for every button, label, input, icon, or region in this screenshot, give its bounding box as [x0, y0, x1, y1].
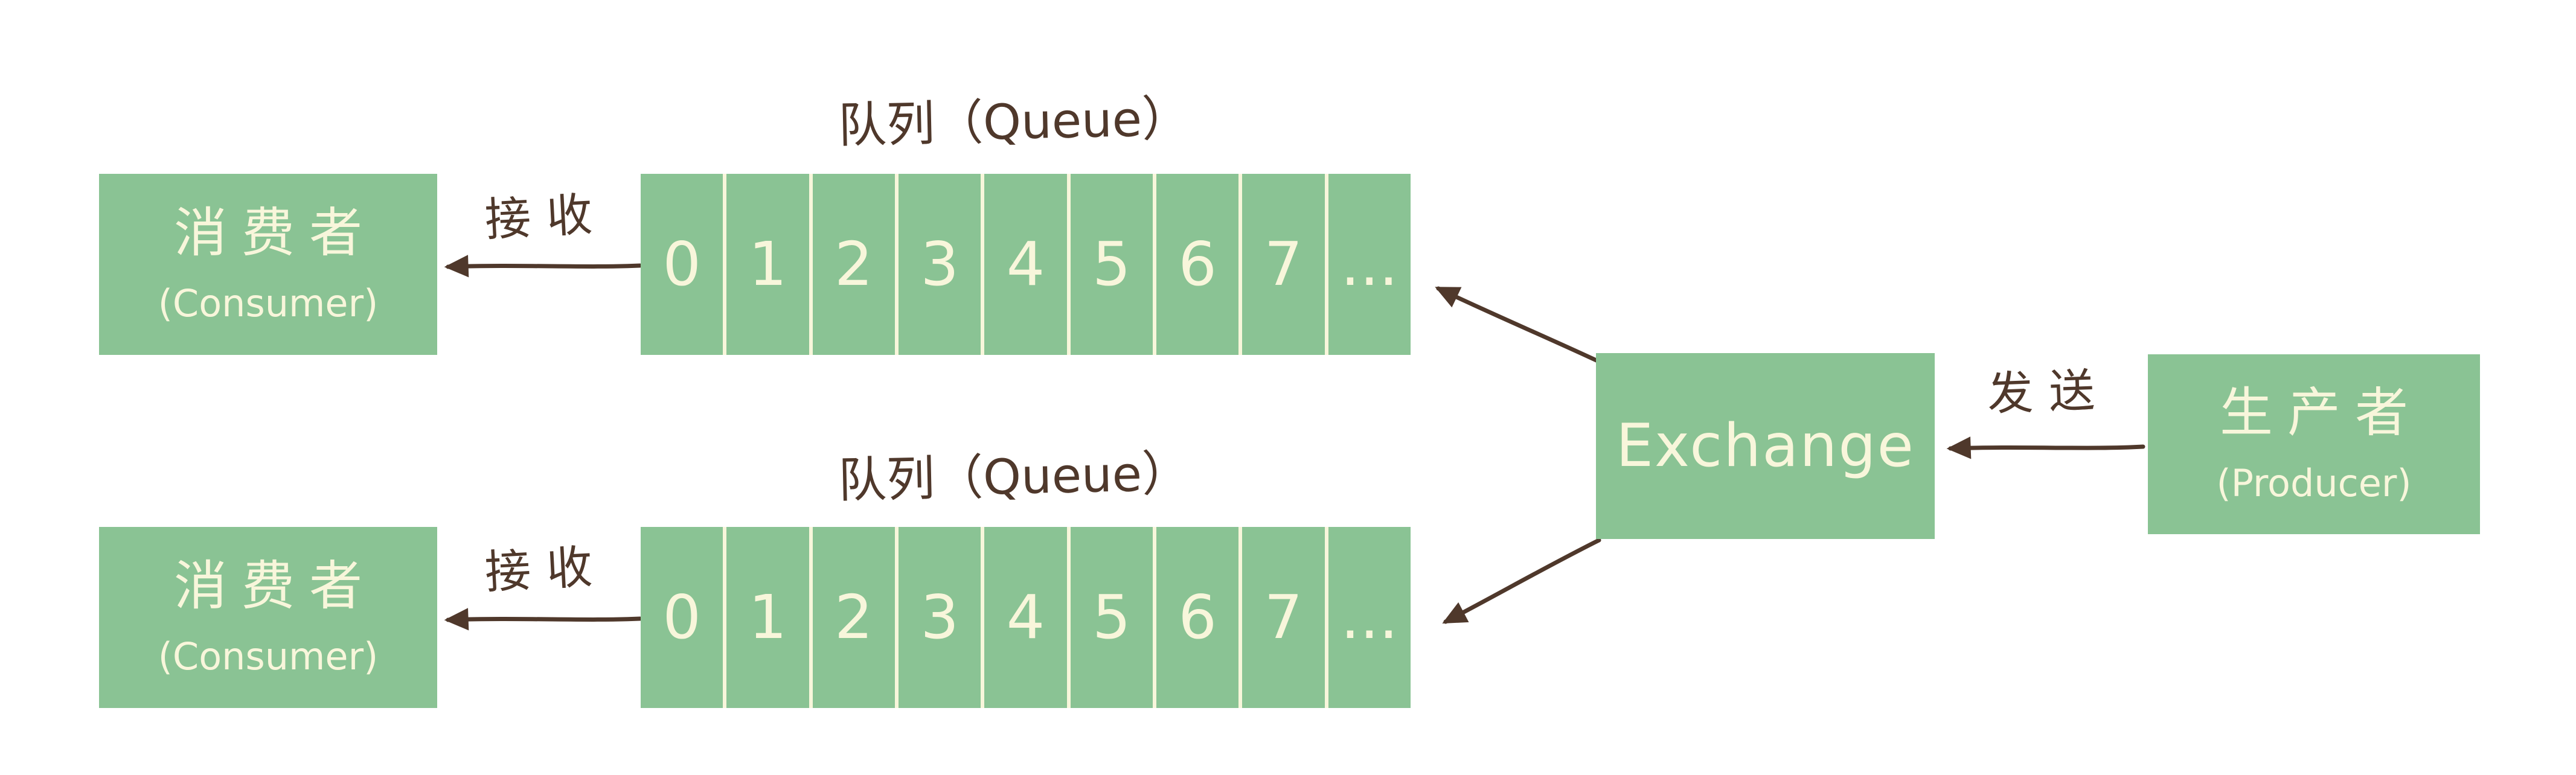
consumer-top-name: 消费者 [173, 202, 377, 264]
queue-top-title: 队列（Queue） [838, 90, 1191, 154]
receive-arrow-top [444, 255, 642, 278]
queue-cell: 3 [899, 527, 985, 708]
send-label: 发送 [1986, 363, 2112, 421]
queue-cell: 4 [984, 174, 1071, 355]
queue-bottom: 0 1 2 3 4 5 6 7 ... [641, 527, 1411, 708]
queue-cell: 7 [1242, 527, 1328, 708]
producer-box: 生产者 (Producer) [2148, 354, 2480, 534]
exchange-box: Exchange [1596, 353, 1935, 539]
queue-cell: 5 [1071, 174, 1156, 355]
queue-cell: 0 [641, 527, 727, 708]
exchange-to-queue-bottom-arrow [1442, 538, 1601, 624]
producer-name: 生产者 [2219, 381, 2423, 444]
queue-cell: 7 [1242, 174, 1328, 355]
queue-cell-more: ... [1341, 229, 1399, 299]
queue-cell: 4 [984, 527, 1071, 708]
queue-cell: 2 [813, 527, 899, 708]
consumer-bottom-name: 消费者 [173, 555, 377, 617]
queue-bottom-title: 队列（Queue） [838, 445, 1191, 509]
consumer-bottom-name-en: (Consumer) [158, 634, 379, 678]
queue-cell: 6 [1156, 174, 1243, 355]
receive-label-bottom: 接收 [483, 539, 610, 599]
queue-cell: 5 [1071, 527, 1156, 708]
queue-top: 0 1 2 3 4 5 6 7 ... [641, 174, 1411, 355]
queue-cell-more: ... [1341, 582, 1399, 652]
queue-cell: 6 [1156, 527, 1243, 708]
producer-name-en: (Producer) [2216, 461, 2412, 505]
queue-cell: 1 [726, 174, 813, 355]
queue-cell: 0 [641, 174, 727, 355]
exchange-label: Exchange [1616, 412, 1915, 480]
consumer-bottom-box: 消费者 (Consumer) [99, 527, 437, 708]
queue-cell: 2 [813, 174, 899, 355]
consumer-top-box: 消费者 (Consumer) [99, 174, 437, 355]
send-arrow [1946, 436, 2145, 459]
queue-cell: 1 [726, 527, 813, 708]
receive-label-top: 接收 [483, 187, 610, 247]
exchange-to-queue-top-arrow [1435, 286, 1603, 365]
receive-arrow-bottom [444, 608, 642, 631]
consumer-top-name-en: (Consumer) [158, 281, 379, 325]
queue-cell: 3 [899, 174, 985, 355]
